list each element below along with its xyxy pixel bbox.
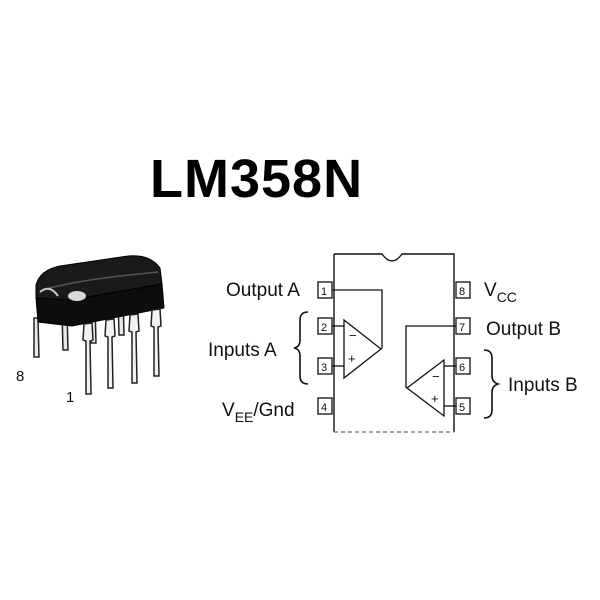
label-vcc: VCC <box>484 280 517 305</box>
left-pin-boxes <box>317 281 333 415</box>
chip-notch <box>39 287 59 297</box>
pin-number-3: 3 <box>321 362 327 374</box>
opamp-a <box>332 289 383 380</box>
pin-number-7: 7 <box>459 322 465 334</box>
right-pin-boxes <box>455 281 471 415</box>
pin-8-marker: 8 <box>16 368 24 385</box>
chip-pin1-dot <box>68 291 86 301</box>
brace-inputs-b <box>483 349 501 419</box>
pinout-package <box>333 253 455 433</box>
pin-1-marker: 1 <box>66 389 74 406</box>
label-output-b: Output B <box>486 319 561 340</box>
chip-body-front <box>35 283 165 327</box>
page-title: LM358N <box>150 149 364 209</box>
label-inputs-b: Inputs B <box>508 375 578 396</box>
label-output-a: Output A <box>226 280 300 301</box>
pin-number-4: 4 <box>321 402 327 414</box>
opamp-b-plus: + <box>431 391 439 406</box>
opamp-a-plus: + <box>348 351 356 366</box>
opamp-b <box>405 325 456 418</box>
pin-number-5: 5 <box>459 402 465 414</box>
chip-front-legs <box>82 308 162 395</box>
opamp-a-minus: − <box>349 328 357 343</box>
pin-number-1: 1 <box>321 286 327 298</box>
brace-inputs-a <box>293 311 309 385</box>
dip8-chip-photo <box>33 255 165 395</box>
pin-number-6: 6 <box>459 362 465 374</box>
opamp-b-minus: − <box>432 369 440 384</box>
label-inputs-a: Inputs A <box>208 340 277 361</box>
pin-number-8: 8 <box>459 286 465 298</box>
label-vee-gnd: VEE/Gnd <box>222 400 295 425</box>
pin-number-2: 2 <box>321 322 327 334</box>
